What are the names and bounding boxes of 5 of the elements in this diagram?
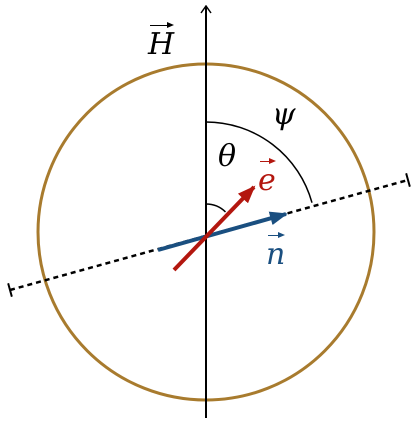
angle-label: θ bbox=[218, 142, 236, 172]
angle-label: ψ bbox=[272, 100, 296, 130]
vector-label: e bbox=[258, 158, 276, 196]
vector-label: n bbox=[266, 232, 286, 270]
vector-label: H bbox=[148, 22, 174, 60]
